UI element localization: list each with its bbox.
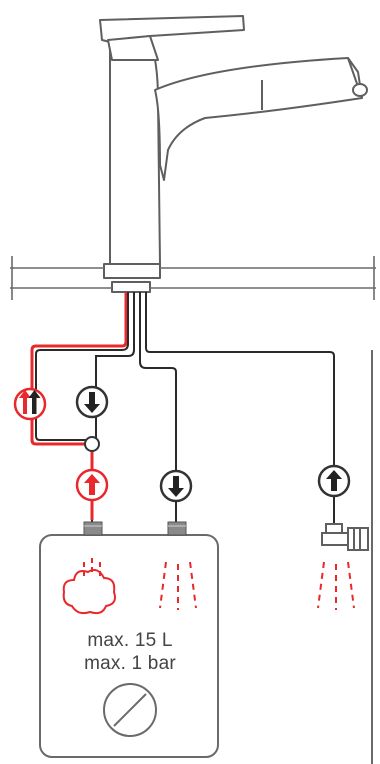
down-arrow-icon [159, 469, 193, 503]
steam-cloud-icon [62, 558, 116, 615]
water-heater-tank [39, 521, 219, 758]
tank-capacity-label: max. 15 L [87, 630, 173, 651]
down-arrow-icon [75, 385, 109, 419]
tank-pressure-label: max. 1 bar [84, 653, 176, 674]
countertop [10, 256, 376, 300]
double-up-arrow-icon [13, 387, 47, 421]
spray-icon [159, 561, 197, 610]
kitchen-faucet [99, 15, 368, 293]
up-arrow-icon [317, 464, 351, 498]
up-arrow-icon [75, 468, 109, 502]
angle-valve [321, 523, 369, 551]
gauge-icon [103, 683, 157, 737]
pipe-junction [84, 436, 100, 452]
spray-icon [317, 561, 355, 610]
cold-pipes [35, 292, 335, 525]
